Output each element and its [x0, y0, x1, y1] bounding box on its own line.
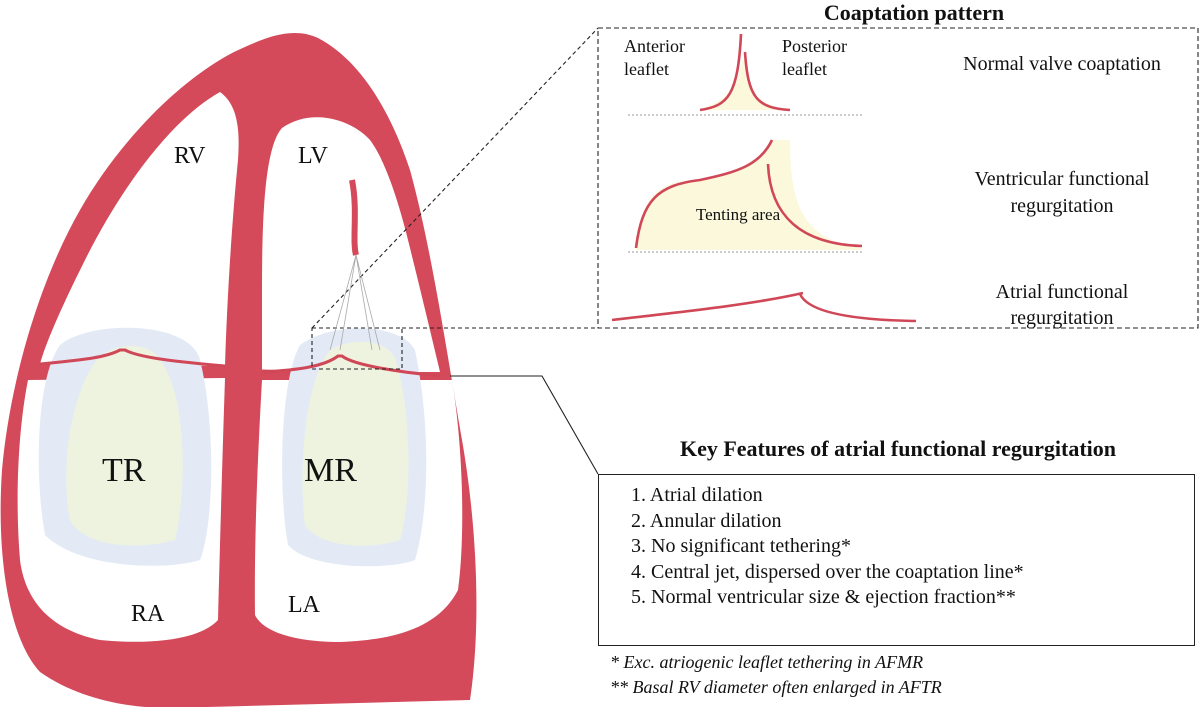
- features-title: Key Features of atrial functional regurg…: [679, 436, 1117, 461]
- coaptation-title: Coaptation pattern: [824, 0, 1004, 25]
- posterior-leaflet-label-2: leaflet: [782, 59, 827, 79]
- mitral-leaflets: [261, 354, 441, 378]
- label-tr: TR: [102, 452, 146, 489]
- feature-item: 4. Central jet, dispersed over the coapt…: [631, 560, 1024, 583]
- label-ra: RA: [131, 601, 165, 627]
- label-lv: LV: [298, 143, 328, 169]
- label-rv: RV: [174, 143, 206, 169]
- row2-description-2: regurgitation: [1011, 195, 1114, 217]
- features-box: 1. Atrial dilation 2. Annular dilation 3…: [598, 474, 1195, 646]
- label-mr: MR: [304, 452, 357, 489]
- tr-jet-core: [66, 345, 183, 546]
- tenting-posterior-leaflet: [766, 163, 863, 248]
- footnote-2: ** Basal RV diameter often enlarged in A…: [610, 677, 942, 697]
- feature-item: 3. No significant tethering*: [631, 535, 851, 557]
- normal-posterior-leaflet: [743, 51, 791, 112]
- normal-anterior-leaflet: [699, 33, 743, 112]
- tenting-area-fill: [636, 140, 862, 250]
- lv-cavity: [262, 117, 440, 372]
- rv-cavity: [40, 92, 239, 366]
- anterior-leaflet-label-1: Anterior: [624, 36, 685, 56]
- normal-coaptation-fill: [700, 60, 790, 110]
- chordae: [329, 254, 381, 351]
- features-connector: [450, 375, 599, 475]
- row1-description: Normal valve coaptation: [963, 53, 1161, 75]
- lv-papillary-strand: [349, 179, 359, 256]
- row3-description-1: Atrial functional: [996, 281, 1129, 303]
- atrial-posterior-leaflet: [798, 293, 917, 323]
- zoom-guide-top: [311, 27, 599, 329]
- footnote-1: * Exc. atriogenic leaflet tethering in A…: [610, 652, 924, 672]
- tenting-area-label: Tenting area: [696, 205, 781, 224]
- zoom-region-marker: [311, 327, 403, 370]
- label-la: LA: [288, 592, 321, 618]
- tricuspid-leaflets: [39, 348, 226, 368]
- row3-description-2: regurgitation: [1011, 307, 1114, 329]
- row2-description-1: Ventricular functional: [975, 168, 1150, 190]
- anterior-leaflet-label-2: leaflet: [624, 59, 669, 79]
- feature-item: 5. Normal ventricular size & ejection fr…: [631, 586, 1016, 608]
- tenting-anterior-leaflet: [634, 139, 774, 249]
- posterior-leaflet-label-1: Posterior: [782, 36, 847, 56]
- feature-item: 1. Atrial dilation: [631, 484, 763, 506]
- coaptation-panel: [597, 27, 1199, 329]
- atrial-anterior-leaflet: [611, 291, 804, 322]
- feature-item: 2. Annular dilation: [631, 509, 782, 532]
- mr-jet-core: [302, 341, 409, 546]
